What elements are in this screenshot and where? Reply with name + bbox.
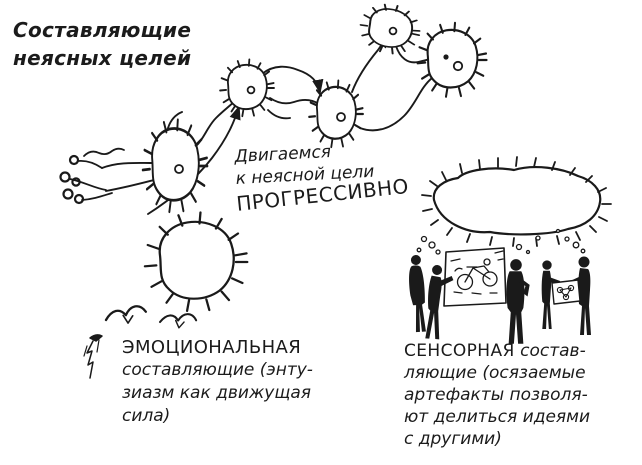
fuzzy-goal-blob-1 (141, 118, 209, 214)
fuzzy-goal-blob-4 (355, 0, 426, 60)
note-line: СЕНСОРНАЯ состав- (404, 340, 590, 362)
note-line-caps: ЭМОЦИОНАЛЬНАЯ (122, 337, 302, 358)
perched-bird-icon (83, 334, 103, 379)
fuzzy-goal-blob-5 (416, 21, 488, 98)
team-scene (409, 255, 591, 344)
start-tails (69, 147, 125, 201)
whiteboard (443, 247, 507, 307)
thought-bubbles-icon (416, 228, 586, 255)
shared-artifact-paper (551, 279, 581, 305)
note-line: ляющие (осязаемые (404, 363, 586, 383)
node-diagram-icon (556, 284, 575, 301)
sensory-note: СЕНСОРНАЯ состав- ляющие (осязаемые арте… (404, 340, 590, 450)
note-caps-word: СЕНСОРНАЯ (404, 341, 515, 361)
fuzzy-goal-blob-3 (307, 79, 365, 149)
note-line: ют делиться идеями (404, 407, 591, 427)
page-title: Составляющие неясных целей (13, 16, 191, 72)
note-rest: состав- (514, 341, 586, 361)
note-line: сила) (122, 406, 171, 426)
note-line: артефакты позволя- (404, 385, 588, 405)
emotional-note: ЭМОЦИОНАЛЬНАЯ составляющие (энту- зиазм … (122, 336, 313, 428)
start-bubbles-icon (59, 154, 85, 205)
note-line: с другими) (404, 429, 502, 449)
progress-note: Двигаемся к неясной цели ПРОГРЕССИВНО (234, 137, 411, 216)
person-silhouette (409, 255, 426, 333)
fuzzy-goal-blob-empty (143, 211, 249, 313)
note-line: зиазм как движущая (122, 383, 311, 403)
goal-chain (59, 0, 488, 215)
fuzzy-goal-blob-2 (219, 58, 275, 118)
bicycle-sketch-icon (450, 250, 504, 295)
idea-cloud (421, 156, 612, 247)
person-silhouette-akimbo (506, 259, 530, 344)
seagull-icon (104, 305, 198, 329)
title-line: неясных целей (13, 46, 192, 70)
title-line: Составляющие (13, 18, 192, 42)
note-line: составляющие (энту- (122, 360, 313, 380)
person-silhouette-writing (425, 265, 454, 340)
